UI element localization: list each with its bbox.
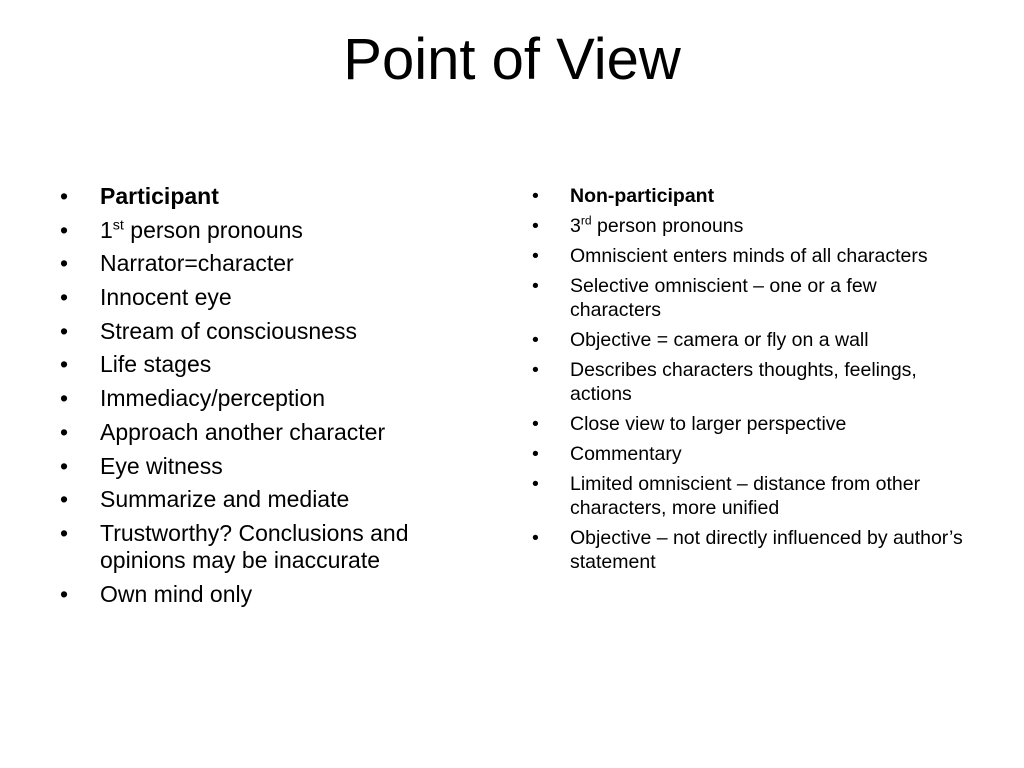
bullet: • [60,250,69,277]
list-item: • 3rd person pronouns [530,214,970,238]
list-item-text: Innocent eye [100,284,232,311]
list-item: • Own mind only [58,581,478,608]
list-item: • Narrator=character [58,250,478,277]
list-item-text: Objective = camera or fly on a wall [570,329,869,351]
bullet: • [532,329,539,351]
list-item-text: Stream of consciousness [100,317,357,344]
list-item-text: 1 [100,216,113,243]
ordinal-suffix: st [112,217,124,234]
bullet: • [60,317,69,344]
list-item-text: Narrator=character [100,250,294,277]
list-item: • Describes characters thoughts, feelings… [530,358,970,406]
bullet: • [60,351,69,378]
bullet: • [532,185,539,207]
list-item-text: Objective – not directly influenced by a… [570,527,963,573]
list-item-heading: Non-participant [570,185,715,207]
bullet: • [532,473,539,495]
bullet: • [532,527,539,549]
list-item: • Summarize and mediate [58,486,478,513]
list-item-text: Commentary [570,443,682,465]
list-item: • Non-participant [530,184,970,208]
list-item: • Stream of consciousness [58,318,478,345]
list-item: • 1st person pronouns [58,217,478,244]
list-item: • Eye witness [58,453,478,480]
bullet: • [532,275,539,297]
list-item-text: Trustworthy? Conclusions and opinions ma… [100,519,409,573]
bullet: • [60,385,69,412]
list-item-text: Limited omniscient – distance from other… [570,473,921,519]
bullet: • [60,284,69,311]
bullet: • [532,245,539,267]
list-item-text: person pronouns [591,215,744,237]
list-item: • Immediacy/perception [58,385,478,412]
list-item-heading: Participant [100,183,219,209]
list-item: • Selective omniscient – one or a few cha… [530,274,970,322]
bullet: • [532,215,539,237]
list-item-text: Approach another character [100,418,386,445]
list-item: • Innocent eye [58,284,478,311]
list-item: • Participant [58,183,478,210]
list-item: • Trustworthy? Conclusions and opinions m… [58,520,478,574]
bullet: • [60,183,69,209]
list-item: • Objective = camera or fly on a wall [530,328,970,352]
bullet: • [60,580,69,607]
bullet: • [60,519,69,546]
list-item-text: Life stages [100,351,212,378]
non-participant-list: • Non-participant • 3rd person pronouns • O… [530,184,970,580]
list-item: • Life stages [58,351,478,378]
bullet: • [60,216,69,243]
list-item-text: Selective omniscient – one or a few char… [570,275,877,321]
list-item: • Commentary [530,442,970,466]
list-item: • Approach another character [58,419,478,446]
bullet: • [60,418,69,445]
bullet: • [60,486,69,513]
list-item: • Close view to larger perspective [530,412,970,436]
ordinal-suffix: rd [580,213,592,228]
participant-list: • Participant • 1st person pronouns • Narra… [58,183,478,614]
list-item: • Limited omniscient – distance from othe… [530,472,970,520]
list-item-text: Close view to larger perspective [570,413,847,435]
slide-title: Point of View [343,27,681,92]
bullet: • [60,452,69,479]
bullet: • [532,443,539,465]
bullet: • [532,359,539,381]
list-item-text: person pronouns [123,216,303,243]
list-item-text: 3 [570,215,581,237]
list-item-text: Own mind only [100,580,253,607]
list-item-text: Summarize and mediate [100,486,350,513]
list-item-text: Omniscient enters minds of all character… [570,245,928,267]
list-item-text: Immediacy/perception [100,385,325,412]
list-item: • Omniscient enters minds of all characte… [530,244,970,268]
list-item-text: Eye witness [100,452,223,479]
bullet: • [532,413,539,435]
list-item-text: Describes characters thoughts, feelings,… [570,359,917,405]
list-item: • Objective – not directly influenced by … [530,526,970,574]
